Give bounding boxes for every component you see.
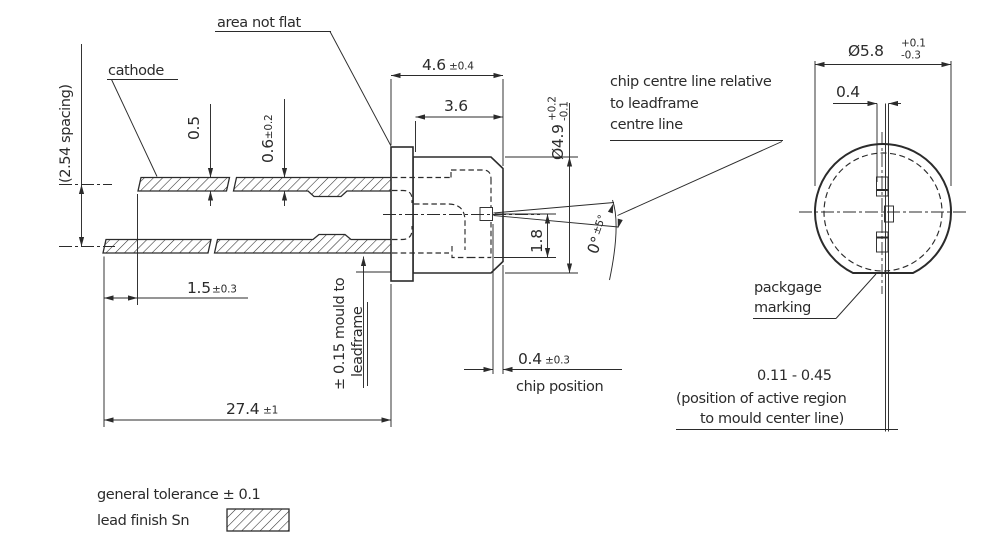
package-marking-1: packgage — [754, 280, 822, 296]
chip-angle-tol: ±5° — [590, 213, 608, 236]
dome-diameter-value: Ø5.8 — [848, 42, 884, 60]
legend: general tolerance ± 0.1 lead finish Sn — [97, 487, 290, 532]
body-length-value: 4.6 — [422, 56, 446, 74]
cathode-lead — [137, 176, 393, 198]
active-region-1: 0.11 - 0.45 — [757, 368, 832, 384]
chip-centre-line-callout: chip centre line relative to leadframe c… — [610, 74, 783, 216]
active-region-note: 0.11 - 0.45 (position of active region t… — [676, 368, 898, 430]
side-view: area not flat cathode (2.54 spacing) — [58, 15, 783, 427]
dim-dome-diameter: Ø5.8 +0.1 -0.3 — [814, 38, 952, 186]
anode-lead — [102, 233, 393, 254]
chip-centre-note-1: chip centre line relative — [610, 74, 772, 90]
lead-finish-swatch — [226, 508, 290, 532]
dim-chip-depth: 1.8 — [494, 213, 556, 258]
cathode-callout: cathode — [107, 63, 178, 177]
package-flange — [390, 146, 414, 282]
mould-centre-line — [885, 103, 889, 432]
dim-body-front-length: 3.6 — [415, 97, 503, 152]
body-length-tol: ±0.4 — [449, 61, 474, 73]
chip-offset-text: 0.4 — [836, 83, 860, 101]
total-length-value: 27.4 — [226, 400, 259, 418]
svg-text:0.6±0.2: 0.6±0.2 — [259, 115, 277, 163]
chip-side — [479, 207, 493, 221]
active-region-3: to mould center line) — [700, 411, 844, 427]
dim-lead-width: 0.5 — [185, 104, 214, 206]
dim-total-length: 27.4 ±1 — [103, 256, 392, 427]
package-marking-2: marking — [754, 300, 811, 316]
lead-step-tol: ±0.3 — [212, 284, 237, 296]
mould-note-2: leadframe — [350, 306, 366, 377]
chip-position-label: chip position — [516, 379, 603, 395]
dome-diameter-tol-plus: +0.1 — [901, 38, 926, 50]
body-front-length-text: 3.6 — [444, 97, 468, 115]
body-diameter-tol-minus: -0.1 — [559, 101, 571, 121]
lead-width-text: 0.5 — [185, 116, 203, 140]
dome-outline — [814, 142, 952, 274]
package-marking-callout: packgage marking — [753, 273, 877, 319]
dim-mould-to-leadframe: ± 0.15 mould to leadframe — [332, 256, 391, 390]
body-diameter-value: Ø4.9 — [549, 124, 567, 160]
dim-lead-thickness: 0.6±0.2 — [259, 99, 288, 206]
dim-body-length: 4.6 ±0.4 — [390, 56, 504, 166]
lead-finish-note: lead finish Sn — [97, 513, 189, 529]
total-length-tol: ±1 — [263, 405, 278, 417]
chip-front — [884, 205, 894, 223]
dim-chip-offset: 0.4 — [833, 83, 901, 107]
lead-spacing-text: (2.54 spacing) — [58, 84, 74, 183]
active-region-2: (position of active region — [676, 391, 846, 407]
dim-body-diameter: Ø4.9 +0.2 -0.1 — [505, 96, 578, 274]
area-not-flat-callout: area not flat — [215, 15, 392, 147]
leadframe-pads — [876, 176, 889, 253]
body-diameter-tol-plus: +0.2 — [547, 96, 559, 121]
chip-position-tol: ±0.3 — [545, 355, 570, 367]
general-tolerance-note: general tolerance ± 0.1 — [97, 487, 260, 503]
lead-thickness-tol: ±0.2 — [263, 115, 275, 140]
lead-step-value: 1.5 — [187, 279, 211, 297]
internal-leadframe — [392, 169, 492, 259]
package-body — [412, 156, 504, 274]
dome-diameter-tol-minus: -0.3 — [901, 50, 921, 62]
dim-chip-angle: 0° ±5° — [493, 199, 623, 281]
lead-thickness-value: 0.6 — [259, 139, 277, 163]
chip-position-value: 0.4 — [518, 350, 542, 368]
dim-chip-position: 0.4 ±0.3 chip position — [464, 224, 622, 395]
chip-angle-value: 0° — [584, 234, 607, 256]
area-not-flat-label: area not flat — [217, 15, 302, 31]
chip-centre-note-3: centre line — [610, 117, 683, 133]
cathode-label: cathode — [108, 63, 164, 79]
dim-lead-step: 1.5 ±0.3 — [104, 194, 248, 305]
dim-lead-spacing: (2.54 spacing) — [58, 44, 85, 247]
mould-note-1: ± 0.15 mould to — [332, 277, 348, 390]
front-view: 0.4 Ø5.8 +0.1 -0.3 packgage marking 0.11… — [676, 38, 968, 432]
chip-centre-note-2: to leadframe — [610, 96, 699, 112]
chip-depth-text: 1.8 — [528, 229, 546, 253]
